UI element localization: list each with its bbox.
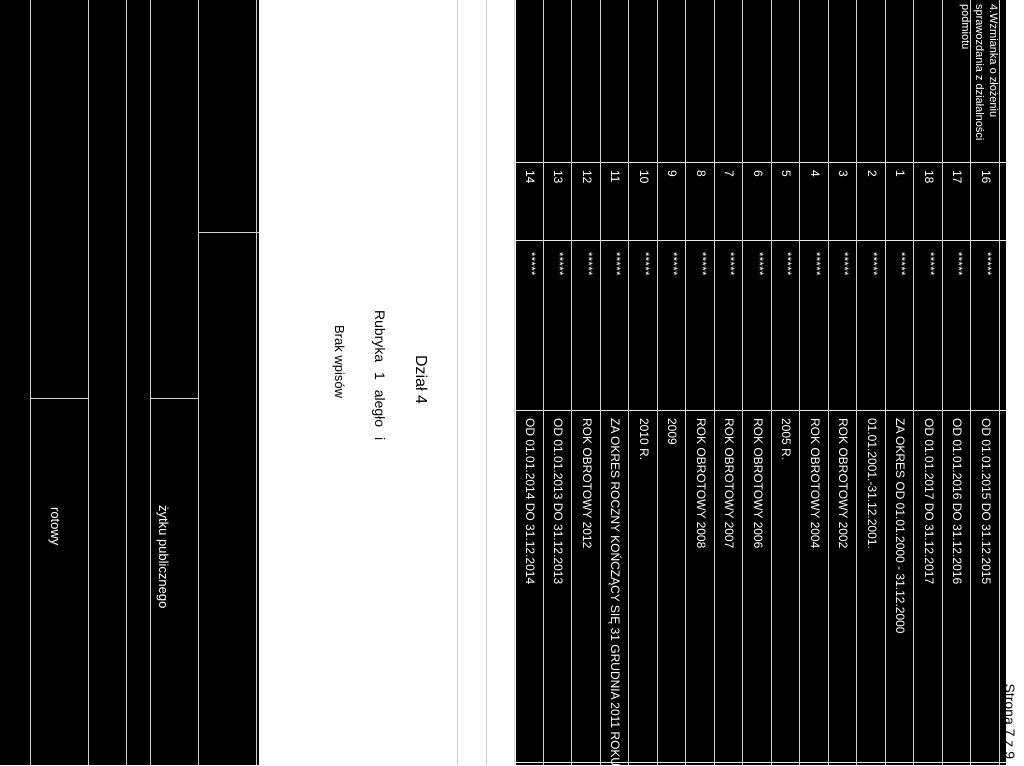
table-row: 17 ***** OD 01.01.2017 DO 31.12.2017 <box>429 0 459 765</box>
row-mask: ***** <box>525 252 537 276</box>
row-mask: ***** <box>468 252 480 276</box>
row-mask: ***** <box>553 252 566 276</box>
row-mask: ***** <box>753 252 765 276</box>
table-row: 16 ***** OD 01.01.2016 DO 31.12.2016 <box>458 0 487 765</box>
row-period: 01.01.2001.-31.12.2001. <box>865 418 879 549</box>
row-mask: ***** <box>867 252 879 276</box>
table-row: 4 ***** ROK OBROTOWY 2004 <box>800 0 829 765</box>
row-number: 1 <box>893 170 908 177</box>
bottom-text-rotowy: rotowy <box>48 507 63 546</box>
row-period: OD 01.01.2016 DO 31.12.2016 <box>950 418 965 585</box>
row-period: ROK OBROTOWY 2012 <box>580 418 594 549</box>
row-number: 3 <box>836 170 851 177</box>
row-number: 15 <box>494 170 509 184</box>
table-divider <box>151 398 199 399</box>
row-period: ZA OKRES ROCZNY KOŃCZĄCY SIĘ 31 GRUDNIA … <box>608 418 623 766</box>
row-period: ROK OBROTOWY 2007 <box>722 418 737 549</box>
row-period: OD 01.01.2015 DO 31.12.2015 <box>979 418 993 585</box>
table-divider <box>31 398 89 399</box>
row-mask: ***** <box>496 252 509 276</box>
dzial-title: Dział 4 <box>412 355 429 404</box>
row-number: 7 <box>722 170 737 177</box>
table-row: 8 ***** ROK OBROTOWY 2008 <box>686 0 715 765</box>
row-number: 10 <box>637 170 651 184</box>
row-period: ROK OBROTOWY 2008 <box>694 418 708 549</box>
table-row: 9 ***** 2009 <box>657 0 687 765</box>
table-row: 5 ***** 2005 R. <box>771 0 801 765</box>
row-mask: ***** <box>981 252 993 276</box>
section4-table: 4.Wzmianka o złożeniu sprawozdania z dzi… <box>429 0 1006 766</box>
row-mask: ***** <box>924 252 936 276</box>
row-number: 14 <box>523 170 537 184</box>
row-period: OD 01.01.2015 DO 31.12.2015 <box>494 418 509 585</box>
table-row: 15 ***** OD 01.01.2015 DO 31.12.2015 <box>486 0 516 765</box>
bottom-table: żytku publicznego rotowy <box>0 0 259 765</box>
row-number: 18 <box>922 170 936 184</box>
table-row: 3 ***** ROK OBROTOWY 2002 <box>828 0 858 765</box>
table-row: 7 ***** ROK OBROTOWY 2007 <box>714 0 744 765</box>
row-mask: ***** <box>639 252 651 276</box>
table-row: 2 ***** 01.01.2001.-31.12.2001. <box>857 0 886 765</box>
row-period: 2010 R. <box>637 418 651 461</box>
row-period: 2009 <box>665 418 680 445</box>
table-divider <box>30 0 31 765</box>
table-row: 13 ***** OD 01.01.2013 DO 31.12.2013 <box>543 0 573 765</box>
row-number: 4 <box>808 170 822 177</box>
row-number: 17 <box>437 170 452 184</box>
table-row: 14 ***** OD 01.01.2014 DO 31.12.2014 <box>515 0 544 765</box>
row-number: 9 <box>665 170 680 177</box>
table-row: 11 ***** ZA OKRES ROCZNY KOŃCZĄCY SIĘ 31 G… <box>600 0 630 766</box>
table-divider <box>256 0 257 765</box>
row-period: ZA OKRES OD 01.01.2000 - 31.12.2000 <box>893 418 908 634</box>
table-divider <box>150 0 151 765</box>
table-divider <box>198 0 199 765</box>
row-number: 5 <box>779 170 794 177</box>
row-period: ROK OBROTOWY 2006 <box>751 418 765 549</box>
row-period: OD 01.01.2017 DO 31.12.2017 <box>437 418 452 585</box>
row-period: OD 01.01.2014 DO 31.12.2014 <box>523 418 537 585</box>
no-entries-text: Brak wpisów <box>332 325 347 398</box>
table-row: 12 ***** ROK OBROTOWY 2012 <box>572 0 601 765</box>
rubryka-title: Rubryka 1 aległo i <box>372 310 388 441</box>
table-row: 10 ***** 2010 R. <box>629 0 658 765</box>
row-mask: ***** <box>838 252 851 276</box>
row-mask: ***** <box>610 252 623 276</box>
row-period: OD 01.01.2016 DO 31.12.2016 <box>466 418 480 585</box>
row-number: 16 <box>979 170 993 184</box>
table-row: 17 ***** OD 01.01.2016 DO 31.12.2016 <box>942 0 972 765</box>
table-row: 16 ***** OD 01.01.2015 DO 31.12.2015 <box>971 0 1000 765</box>
row-number: 16 <box>466 170 480 184</box>
row-mask: ***** <box>895 252 908 276</box>
row-period: ROK OBROTOWY 2002 <box>836 418 851 549</box>
row-number: 6 <box>751 170 765 177</box>
row-mask: ***** <box>439 252 452 276</box>
row-period: OD 01.01.2017 DO 31.12.2017 <box>922 418 936 585</box>
row-mask: ***** <box>781 252 794 276</box>
row-mask: ***** <box>696 252 708 276</box>
row-number: 2 <box>865 170 879 177</box>
table-divider <box>199 232 259 233</box>
table-row: 18 ***** OD 01.01.2017 DO 31.12.2017 <box>914 0 943 765</box>
row-number: 12 <box>580 170 594 184</box>
row-number: 11 <box>608 170 623 183</box>
table-divider <box>88 0 89 765</box>
row-mask: ***** <box>724 252 737 276</box>
row-period: ROK OBROTOWY 2004 <box>808 418 822 549</box>
row-mask: ***** <box>667 252 680 276</box>
table-divider <box>126 0 127 765</box>
table-row: 1 ***** ZA OKRES OD 01.01.2000 - 31.12.200… <box>885 0 915 765</box>
row-mask: ***** <box>582 252 594 276</box>
row-period: OD 01.01.2013 DO 31.12.2013 <box>551 418 566 585</box>
row-period: 2005 R. <box>779 418 794 461</box>
row-number: 8 <box>694 170 708 177</box>
row-mask: ***** <box>810 252 822 276</box>
row-number: 13 <box>551 170 566 184</box>
bottom-text-public: żytku publicznego <box>156 505 171 609</box>
row-number: 17 <box>950 170 965 184</box>
table-row: 6 ***** ROK OBROTOWY 2006 <box>743 0 772 765</box>
row-mask: ***** <box>952 252 965 276</box>
